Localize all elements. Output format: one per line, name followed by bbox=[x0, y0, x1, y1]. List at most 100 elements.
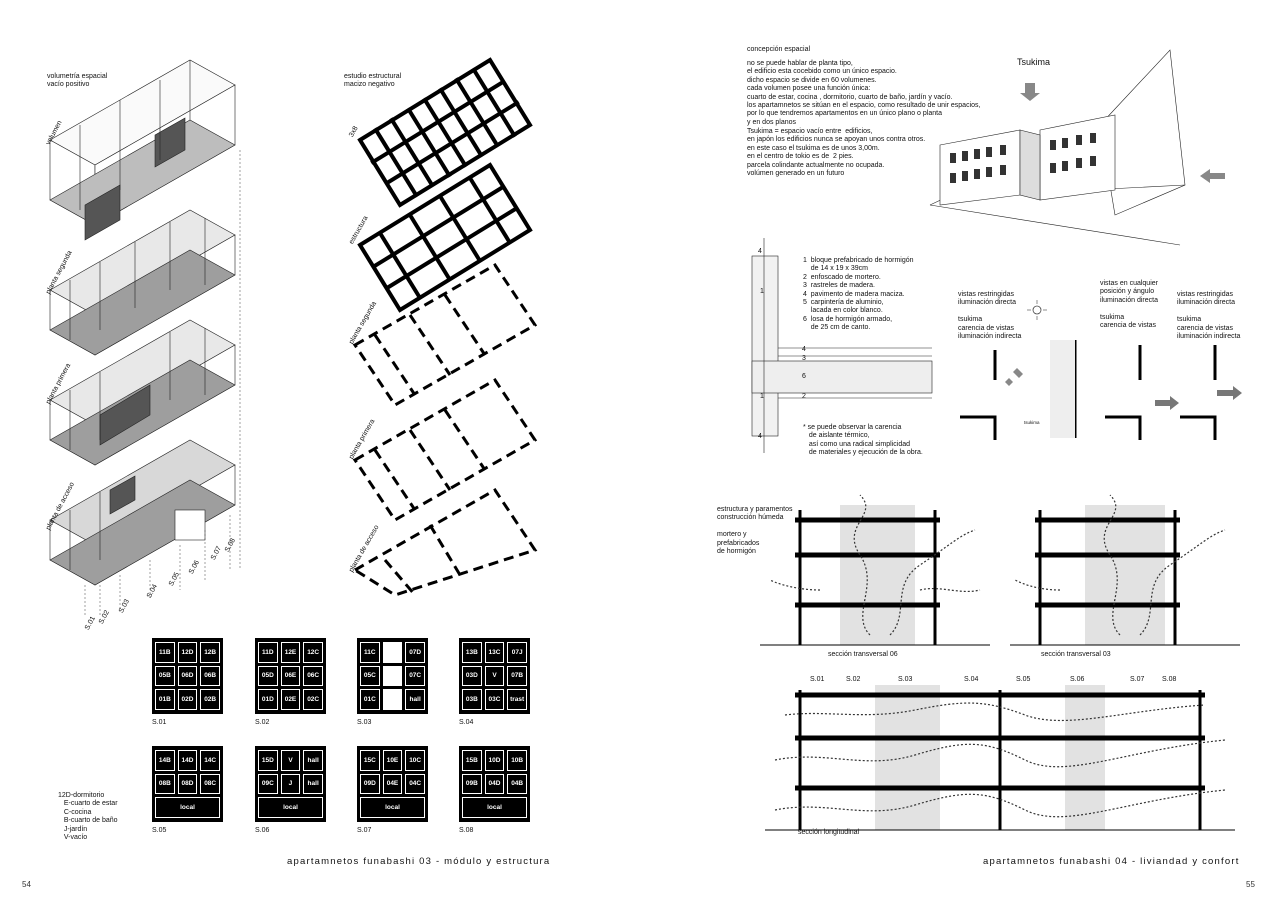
detail-num: 4 bbox=[802, 346, 806, 353]
section-cell: 10B bbox=[507, 750, 527, 771]
section-cell: 06B bbox=[200, 665, 220, 687]
section-grid-label: S.08 bbox=[459, 827, 474, 834]
section-cell: 13B bbox=[462, 642, 482, 663]
section-cell: 03C bbox=[484, 689, 505, 710]
section-cell: 12D bbox=[177, 642, 198, 663]
section-cell: 14B bbox=[155, 750, 175, 771]
section-cell: 08B bbox=[155, 773, 175, 795]
section-cell: 13C bbox=[484, 642, 505, 663]
structural-grid-3x8 bbox=[357, 57, 533, 208]
section-cell: 14C bbox=[200, 750, 220, 771]
view-2-text: vistas en cualquier posición y ángulo il… bbox=[1100, 280, 1158, 330]
section-cell: 12E bbox=[280, 642, 301, 663]
view-diagrams bbox=[960, 340, 1242, 440]
section-cell: 15B bbox=[462, 750, 482, 771]
section-grid-label: S.06 bbox=[255, 827, 270, 834]
long-marker: S.03 bbox=[898, 676, 913, 683]
section-cell: 06D bbox=[177, 665, 198, 687]
section-transversal-06 bbox=[760, 494, 990, 646]
tsukima-text: Tsukima = espacio vacío entre edificios,… bbox=[747, 128, 926, 161]
section-transversal-03 bbox=[1010, 494, 1240, 646]
detail-footnote: * se puede observar la carencia de aisla… bbox=[803, 424, 923, 457]
detail-num: 2 bbox=[802, 393, 806, 400]
section-cell: 01B bbox=[155, 689, 175, 710]
section-grid-label: S.02 bbox=[255, 719, 270, 726]
long-marker: S.05 bbox=[1016, 676, 1031, 683]
section-cell: 10C bbox=[405, 750, 425, 771]
detail-num: 1 bbox=[760, 288, 764, 295]
view-3-text: vistas restringidas iluminación directa … bbox=[1177, 291, 1241, 341]
long-marker: S.01 bbox=[810, 676, 825, 683]
section-cell: 10D bbox=[484, 750, 505, 771]
construction-detail bbox=[751, 238, 933, 453]
section-cell: 08C bbox=[200, 773, 220, 795]
section-cell: 02B bbox=[200, 689, 220, 710]
estructura-text: estructura y paramentos construcción húm… bbox=[717, 506, 793, 556]
tsukima-label: Tsukima bbox=[1017, 57, 1051, 67]
section-cell: 15C bbox=[360, 750, 380, 771]
section-cell: 11D bbox=[258, 642, 278, 663]
section-cell bbox=[382, 665, 403, 687]
section-cell: J bbox=[280, 773, 301, 795]
long-marker: S.04 bbox=[964, 676, 979, 683]
section-cell: hall bbox=[303, 773, 323, 795]
section-longitudinal bbox=[765, 685, 1235, 831]
detail-num: 6 bbox=[802, 373, 806, 380]
section-cell: 12C bbox=[303, 642, 323, 663]
axonometric-stack bbox=[49, 59, 241, 615]
section-cell: 10E bbox=[382, 750, 403, 771]
section-cell: 05C bbox=[360, 665, 380, 687]
right-page-number: 55 bbox=[1246, 880, 1255, 889]
view-sun-icon bbox=[1027, 300, 1047, 320]
view-1-text: vistas restringidas iluminación directa … bbox=[958, 291, 1022, 341]
section-cell: 05D bbox=[258, 665, 278, 687]
section-cell: 03D bbox=[462, 665, 482, 687]
section-cell: 01D bbox=[258, 689, 278, 710]
long-marker: S.06 bbox=[1070, 676, 1085, 683]
detail-num: 4 bbox=[758, 433, 762, 440]
axo-volumen bbox=[49, 59, 236, 241]
label-estudio-estructural: estudio estructural macizo negativo bbox=[344, 73, 402, 89]
section-cell: hall bbox=[405, 689, 425, 710]
detail-num: 3 bbox=[802, 355, 806, 362]
label-seccion-longitudinal: sección longitudinal bbox=[798, 829, 860, 836]
detail-num: 1 bbox=[760, 393, 764, 400]
section-cell: 09C bbox=[258, 773, 278, 795]
tsukima-perspective bbox=[929, 49, 1225, 246]
section-cell: 15D bbox=[258, 750, 278, 771]
axo-planta-primera bbox=[49, 319, 236, 466]
section-cell: 02C bbox=[303, 689, 323, 710]
section-cell: 04E bbox=[382, 773, 403, 795]
left-footer: apartamnetos funabashi 03 - módulo y est… bbox=[287, 856, 551, 867]
section-cell bbox=[382, 689, 403, 710]
view-tsukima-small: tsukima bbox=[1024, 420, 1040, 425]
left-page-number: 54 bbox=[22, 880, 31, 889]
long-marker: S.07 bbox=[1130, 676, 1145, 683]
section-cell: 02E bbox=[280, 689, 301, 710]
section-cell: 07J bbox=[507, 642, 527, 663]
section-grid-label: S.05 bbox=[152, 827, 167, 834]
right-footer: apartamnetos funabashi 04 - liviandad y … bbox=[983, 856, 1240, 867]
detail-num: 4 bbox=[758, 248, 762, 255]
section-cell: 06E bbox=[280, 665, 301, 687]
long-marker: S.02 bbox=[846, 676, 861, 683]
structural-grid-estructura bbox=[357, 162, 533, 313]
section-cell: 11C bbox=[360, 642, 380, 663]
section-cell: 03B bbox=[462, 689, 482, 710]
section-cell: 07D bbox=[405, 642, 425, 663]
section-grid-label: S.04 bbox=[459, 719, 474, 726]
section-cell: hall bbox=[303, 750, 323, 771]
section-cell: 07C bbox=[405, 665, 425, 687]
section-cell: trast bbox=[507, 689, 527, 710]
section-cell: 08D bbox=[177, 773, 198, 795]
concepcion-title: concepción espacial bbox=[747, 46, 811, 53]
section-cell: 02D bbox=[177, 689, 198, 710]
label-seccion-transversal-06: sección transversal 06 bbox=[828, 651, 898, 658]
